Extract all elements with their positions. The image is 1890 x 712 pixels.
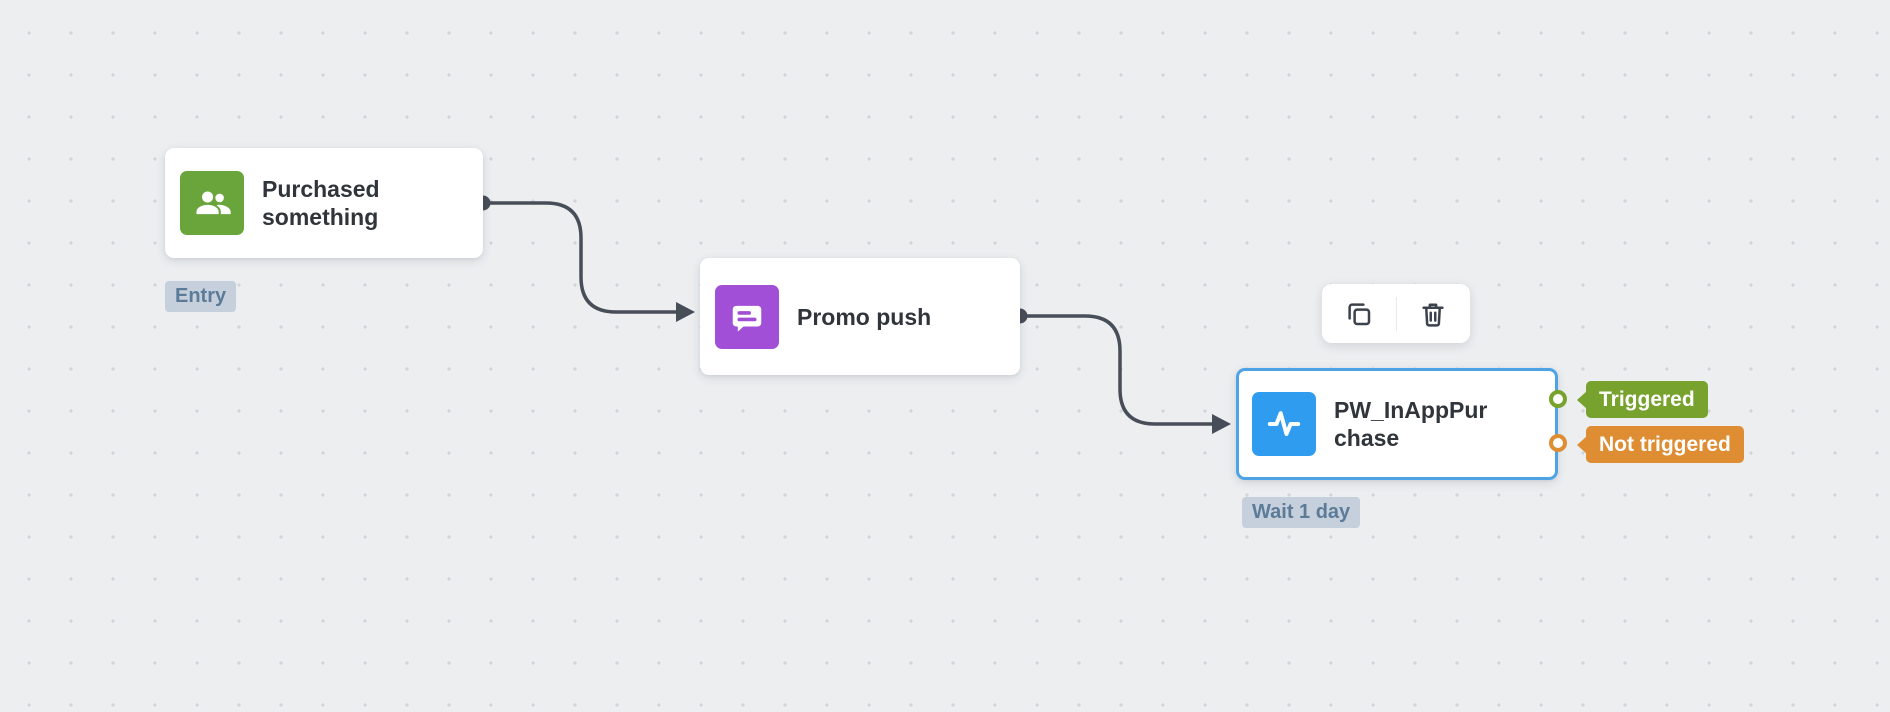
node-pw-inapppurchase[interactable]: PW_InAppPurchase xyxy=(1236,368,1558,480)
duplicate-button[interactable] xyxy=(1322,284,1396,343)
port-triggered[interactable] xyxy=(1549,390,1567,408)
node-label: PW_InAppPurchase xyxy=(1334,397,1488,451)
wait-badge: Wait 1 day xyxy=(1242,497,1361,528)
not-triggered-label: Not triggered xyxy=(1586,426,1744,463)
message-icon-glyph xyxy=(732,305,762,332)
message-icon xyxy=(715,284,779,349)
users-icon xyxy=(180,171,244,235)
users-icon-glyph xyxy=(196,191,231,215)
triggered-label: Triggered xyxy=(1586,381,1708,418)
port-not-triggered[interactable] xyxy=(1549,434,1567,452)
node-purchased-something[interactable]: Purchased something xyxy=(165,148,483,258)
entry-badge: Entry xyxy=(165,281,237,312)
pulse-icon xyxy=(1252,392,1316,456)
arrowhead-icon xyxy=(1212,414,1231,434)
connector-push-to-event[interactable] xyxy=(1020,314,1231,434)
delete-button[interactable] xyxy=(1397,284,1471,343)
node-promo-push[interactable]: Promo push xyxy=(700,258,1020,375)
node-toolbar xyxy=(1322,284,1470,343)
node-label: Promo push xyxy=(797,303,932,330)
trash-icon xyxy=(1422,303,1444,327)
node-label: Purchased something xyxy=(262,176,380,230)
pulse-icon-glyph xyxy=(1267,411,1301,436)
arrowhead-icon xyxy=(676,302,695,322)
copy-icon xyxy=(1348,302,1370,325)
toolbar-divider xyxy=(1395,296,1397,331)
connector-entry-to-push[interactable] xyxy=(483,201,695,322)
